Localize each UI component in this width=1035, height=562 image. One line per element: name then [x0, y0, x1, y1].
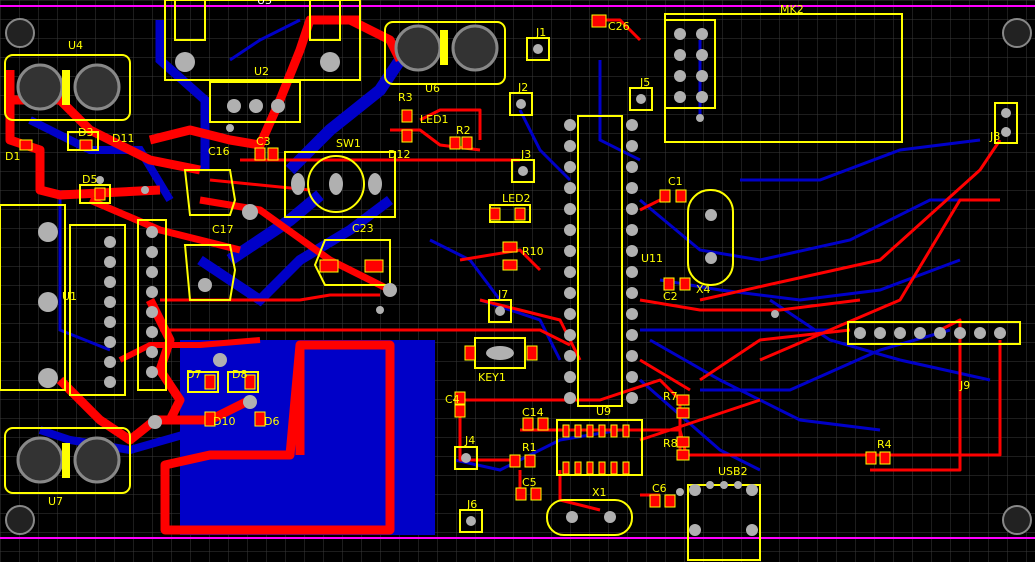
label-usb2[interactable]: USB2 — [718, 465, 748, 478]
label-j2[interactable]: J2 — [517, 81, 528, 94]
label-r2[interactable]: R2 — [456, 124, 471, 137]
label-d11[interactable]: D11 — [112, 132, 134, 145]
label-d5[interactable]: D5 — [82, 173, 97, 186]
label-c2[interactable]: C2 — [663, 290, 678, 303]
label-d6[interactable]: D6 — [264, 415, 279, 428]
label-r4[interactable]: R4 — [877, 438, 892, 451]
label-u3[interactable]: U3 — [257, 0, 272, 7]
label-r1[interactable]: R1 — [522, 441, 537, 454]
label-j8[interactable]: J8 — [989, 130, 1000, 143]
label-c16[interactable]: C16 — [208, 145, 230, 158]
label-d12[interactable]: D12 — [388, 148, 410, 161]
label-c14[interactable]: C14 — [522, 406, 544, 419]
label-d8[interactable]: D8 — [232, 368, 247, 381]
label-d1[interactable]: D1 — [5, 150, 20, 163]
label-x1[interactable]: X1 — [592, 486, 607, 499]
label-j5[interactable]: J5 — [639, 76, 650, 89]
label-c23[interactable]: C23 — [352, 222, 374, 235]
pads-layer — [5, 18, 1032, 536]
label-led1[interactable]: LED1 — [420, 113, 449, 126]
label-led2[interactable]: LED2 — [502, 192, 531, 205]
label-x4[interactable]: X4 — [696, 283, 711, 296]
label-c5[interactable]: C5 — [522, 476, 537, 489]
label-j4[interactable]: J4 — [464, 434, 475, 447]
label-d7[interactable]: D7 — [186, 368, 201, 381]
label-c3[interactable]: C3 — [256, 135, 271, 148]
label-c6[interactable]: C6 — [652, 482, 667, 495]
label-r7[interactable]: R7 — [663, 390, 678, 403]
label-j6[interactable]: J6 — [466, 498, 477, 511]
label-u7[interactable]: U7 — [48, 495, 63, 508]
label-j3[interactable]: J3 — [520, 148, 531, 161]
label-j1[interactable]: J1 — [535, 26, 546, 39]
label-u2[interactable]: U2 — [254, 65, 269, 78]
label-c26[interactable]: C26 — [608, 20, 630, 33]
label-d3[interactable]: D3 — [78, 126, 93, 139]
label-j7[interactable]: J7 — [497, 288, 508, 301]
label-c17[interactable]: C17 — [212, 223, 234, 236]
label-j9[interactable]: J9 — [959, 379, 970, 392]
designator-labels: U3 U4 U2 U6 U7 U1 U11 U9 MK2 J1 J2 J3 J4… — [5, 0, 1000, 511]
label-u1[interactable]: U1 — [62, 290, 77, 303]
label-r3[interactable]: R3 — [398, 91, 413, 104]
label-mk2[interactable]: MK2 — [780, 3, 804, 16]
label-c1[interactable]: C1 — [668, 175, 683, 188]
label-sw1[interactable]: SW1 — [336, 137, 361, 150]
label-u11[interactable]: U11 — [641, 252, 663, 265]
label-r10[interactable]: R10 — [522, 245, 544, 258]
label-u9[interactable]: U9 — [596, 405, 611, 418]
label-r8[interactable]: R8 — [663, 437, 678, 450]
label-u4[interactable]: U4 — [68, 39, 83, 52]
label-key1[interactable]: KEY1 — [478, 371, 506, 384]
label-d10[interactable]: D10 — [213, 415, 235, 428]
label-c4[interactable]: C4 — [445, 393, 460, 406]
label-u6[interactable]: U6 — [425, 82, 440, 95]
smd-pads-layer — [19, 14, 891, 508]
